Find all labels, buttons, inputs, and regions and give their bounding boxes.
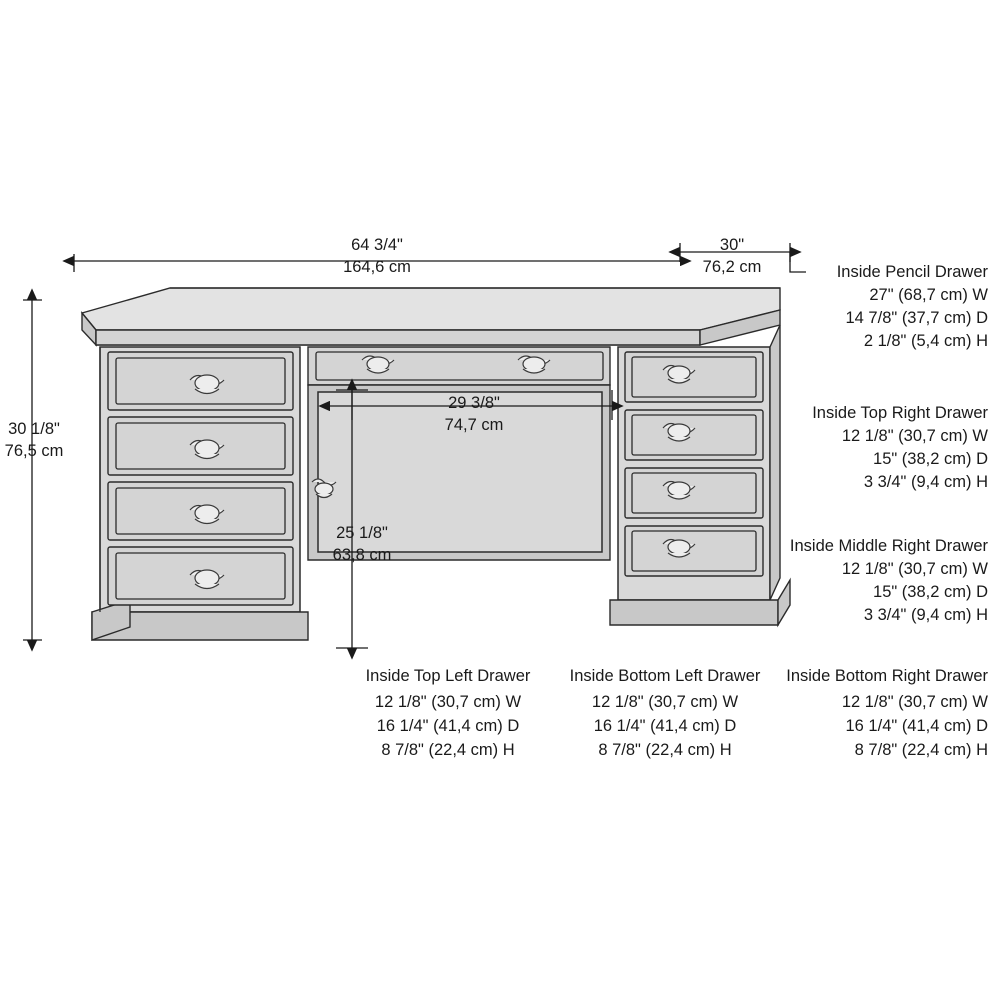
callout-bottom-right-depth: 16 1/4" (41,4 cm) D	[846, 717, 989, 735]
callout-middle-right-depth: 15" (38,2 cm) D	[873, 583, 988, 601]
depth-label-metric: 76,2 cm	[703, 258, 762, 276]
width-label-imperial: 64 3/4"	[351, 236, 403, 254]
drawer-handle-icon	[662, 364, 696, 384]
callout-pencil-title: Inside Pencil Drawer	[837, 263, 989, 281]
callout-pencil-drawer: Inside Pencil Drawer 27" (68,7 cm) W 14 …	[837, 263, 989, 350]
callout-bottom-left-depth: 16 1/4" (41,4 cm) D	[594, 717, 737, 735]
drawer-handle-icon	[662, 480, 696, 500]
desk-top-surface	[80, 287, 781, 331]
right-pedestal-base	[609, 599, 779, 626]
knee-space-back	[317, 391, 603, 553]
callout-top-right-height: 3 3/4" (9,4 cm) H	[864, 473, 988, 491]
callout-top-left-depth: 16 1/4" (41,4 cm) D	[377, 717, 520, 735]
callout-bottom-right-height: 8 7/8" (22,4 cm) H	[855, 741, 988, 759]
right-drawer-3[interactable]	[624, 467, 764, 519]
callout-bottom-right-title: Inside Bottom Right Drawer	[786, 667, 988, 685]
lock-detail-icon	[311, 478, 337, 499]
right-pedestal-top-side	[769, 324, 781, 601]
dimension-annotations	[23, 243, 806, 660]
drawer-handle-icon	[662, 422, 696, 442]
callout-bottom-left-title: Inside Bottom Left Drawer	[570, 667, 761, 685]
drawer-handle-icon	[662, 538, 696, 558]
callout-top-left-width: 12 1/8" (30,7 cm) W	[375, 693, 522, 711]
pencil-drawer-handle-left-icon	[361, 355, 395, 374]
desk-illustration	[80, 287, 791, 641]
callout-middle-right-height: 3 3/4" (9,4 cm) H	[864, 606, 988, 624]
dimension-labels: 64 3/4" 164,6 cm 30" 76,2 cm 30 1/8" 76,…	[5, 236, 762, 564]
callout-bottom-right-width: 12 1/8" (30,7 cm) W	[842, 693, 989, 711]
pencil-drawer-handle-right-icon	[517, 355, 551, 374]
callout-middle-right-title: Inside Middle Right Drawer	[790, 537, 989, 555]
drawer-handle-icon	[189, 374, 225, 395]
callout-bottom-right-drawer: Inside Bottom Right Drawer 12 1/8" (30,7…	[786, 667, 988, 759]
knee-height-label-imperial: 25 1/8"	[336, 524, 388, 542]
height-label-imperial: 30 1/8"	[8, 420, 60, 438]
knee-width-label-metric: 74,7 cm	[445, 416, 504, 434]
drawer-handle-icon	[189, 439, 225, 460]
drawer-handle-icon	[189, 504, 225, 525]
callout-top-right-depth: 15" (38,2 cm) D	[873, 450, 988, 468]
callout-top-right-drawer: Inside Top Right Drawer 12 1/8" (30,7 cm…	[812, 404, 988, 491]
callout-bottom-left-height: 8 7/8" (22,4 cm) H	[598, 741, 731, 759]
pencil-callout-leader	[789, 252, 806, 273]
callout-middle-right-width: 12 1/8" (30,7 cm) W	[842, 560, 989, 578]
pencil-drawer-face[interactable]	[307, 346, 611, 386]
callout-top-left-title: Inside Top Left Drawer	[366, 667, 531, 685]
callout-bottom-left-width: 12 1/8" (30,7 cm) W	[592, 693, 739, 711]
right-drawer-2[interactable]	[624, 409, 764, 461]
right-drawer-4[interactable]	[624, 525, 764, 577]
callout-pencil-height: 2 1/8" (5,4 cm) H	[864, 332, 988, 350]
callout-middle-right-drawer: Inside Middle Right Drawer 12 1/8" (30,7…	[790, 537, 989, 624]
height-label-metric: 76,5 cm	[5, 442, 64, 460]
right-pedestal-base-side	[777, 577, 791, 628]
left-drawer-4[interactable]	[107, 546, 294, 606]
callout-top-right-width: 12 1/8" (30,7 cm) W	[842, 427, 989, 445]
callout-top-left-drawer: Inside Top Left Drawer 12 1/8" (30,7 cm)…	[366, 667, 531, 759]
knee-height-label-metric: 63,8 cm	[333, 546, 392, 564]
width-label-metric: 164,6 cm	[343, 258, 411, 276]
callout-top-right-title: Inside Top Right Drawer	[812, 404, 988, 422]
left-drawer-2[interactable]	[107, 416, 294, 476]
callout-bottom-left-drawer: Inside Bottom Left Drawer 12 1/8" (30,7 …	[570, 667, 761, 759]
drawer-handle-icon	[189, 569, 225, 590]
callout-pencil-depth: 14 7/8" (37,7 cm) D	[846, 309, 989, 327]
depth-label-imperial: 30"	[720, 236, 744, 254]
left-drawer-3[interactable]	[107, 481, 294, 541]
callout-pencil-width: 27" (68,7 cm) W	[869, 286, 988, 304]
left-drawer-1[interactable]	[107, 351, 294, 411]
callout-top-left-height: 8 7/8" (22,4 cm) H	[381, 741, 514, 759]
desk-top-band	[95, 329, 701, 346]
knee-width-label-imperial: 29 3/8"	[448, 394, 500, 412]
right-drawer-1[interactable]	[624, 351, 764, 403]
